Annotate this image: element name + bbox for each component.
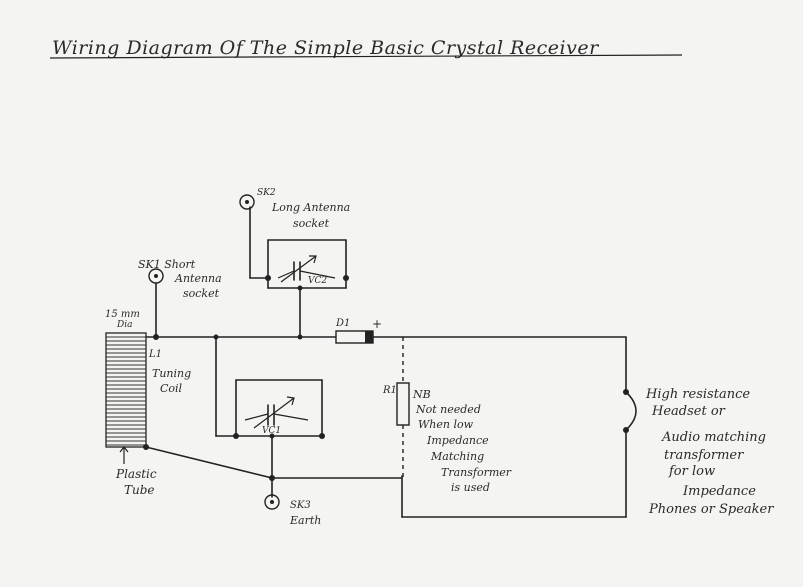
- output-line2: Headset or: [651, 404, 726, 419]
- resistor-r1: [396, 382, 410, 426]
- sk2-label-line3: socket: [293, 217, 330, 230]
- coil-name-label: L1: [148, 349, 162, 360]
- r1-label: R1: [382, 385, 397, 396]
- note-line3: When low: [418, 418, 474, 431]
- diode-d1: [335, 330, 374, 344]
- coil-desc-line1: Tuning: [152, 367, 191, 380]
- tube-label-line2: Tube: [124, 483, 155, 497]
- coil-diameter-label: 15 mm: [105, 309, 140, 320]
- note-line4: Impedance: [426, 434, 489, 447]
- output-line3: Audio matching: [661, 430, 766, 445]
- page-title: Wiring Diagram Of The Simple Basic Cryst…: [52, 37, 600, 59]
- sk2-label-line2: Long Antenna: [271, 201, 350, 214]
- note-line2: Not needed: [415, 403, 481, 416]
- coil-desc-line2: Coil: [160, 382, 183, 395]
- coil-diameter-unit: Dia: [116, 320, 132, 330]
- vc1-label: VC1: [262, 426, 281, 436]
- output-line1: High resistance: [645, 387, 750, 402]
- tube-arrow: [119, 446, 129, 464]
- d1-label: D1: [335, 318, 350, 329]
- title-underline: [49, 54, 683, 59]
- tube-label-line1: Plastic: [115, 467, 157, 481]
- vc2-capacitor: [277, 255, 336, 283]
- output-line7: Phones or Speaker: [648, 502, 774, 517]
- circuit-wires: [145, 206, 627, 518]
- d1-plus-label: +: [372, 317, 382, 331]
- sk3-label-line1: SK3: [290, 500, 311, 511]
- sk3-socket: [264, 494, 280, 510]
- output-line4: transformer: [664, 448, 744, 463]
- sk1-label-line3: socket: [183, 287, 220, 300]
- sk3-label-line2: Earth: [289, 514, 321, 527]
- output-line6: Impedance: [682, 484, 756, 499]
- sk2-socket: [239, 194, 255, 210]
- tuning-coil: [105, 332, 147, 448]
- vc1-capacitor: [244, 396, 309, 429]
- headset-terminal: [625, 391, 637, 431]
- sk2-label-line1: SK2: [257, 188, 276, 198]
- note-line1: NB: [412, 388, 431, 401]
- sk1-label-line1: SK1 Short: [138, 258, 196, 271]
- output-line5: for low: [668, 464, 715, 479]
- note-line7: is used: [451, 481, 490, 494]
- junction-dots: [143, 275, 629, 481]
- note-line5: Matching: [430, 450, 484, 463]
- note-line6: Transformer: [441, 466, 512, 479]
- sk1-socket: [148, 268, 164, 284]
- sk1-label-line2: Antenna: [174, 272, 222, 285]
- vc2-label: VC2: [308, 276, 327, 286]
